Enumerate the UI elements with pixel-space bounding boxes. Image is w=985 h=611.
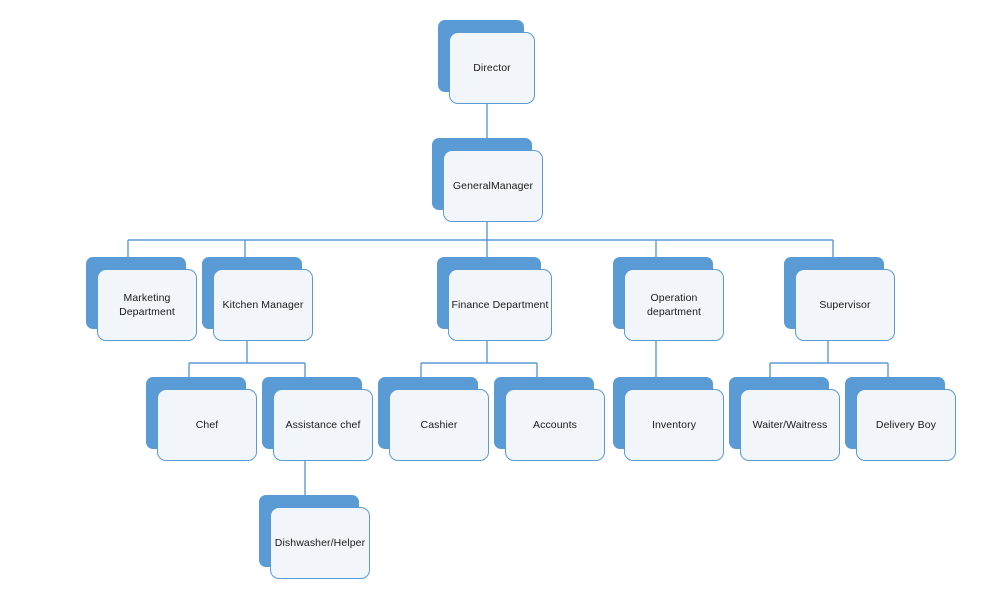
node-label-assistance-chef: Assistance chef xyxy=(285,419,361,431)
node-face: Supervisor xyxy=(795,269,895,341)
node-label-chef: Chef xyxy=(195,419,219,431)
node-face: Operation department xyxy=(624,269,724,341)
node-label-supervisor: Supervisor xyxy=(819,299,871,311)
node-face: Director xyxy=(449,32,535,104)
node-label-delivery-boy: Delivery Boy xyxy=(875,419,937,431)
node-label-inventory: Inventory xyxy=(651,419,697,431)
node-face: Finance Department xyxy=(448,269,552,341)
node-face: Accounts xyxy=(505,389,605,461)
node-face: Cashier xyxy=(389,389,489,461)
node-face: Delivery Boy xyxy=(856,389,956,461)
node-label-kitchen-manager: Kitchen Manager xyxy=(222,299,304,311)
node-face: Marketing Department xyxy=(97,269,197,341)
node-face: Waiter/Waitress xyxy=(740,389,840,461)
node-label-general-manager: GeneralManager xyxy=(452,180,534,192)
node-label-operation-department: Operation department xyxy=(646,292,702,318)
node-face: Inventory xyxy=(624,389,724,461)
node-face: Chef xyxy=(157,389,257,461)
node-label-finance-department: Finance Department xyxy=(451,299,549,311)
node-label-cashier: Cashier xyxy=(420,419,458,431)
node-face: Dishwasher/Helper xyxy=(270,507,370,579)
node-face: Kitchen Manager xyxy=(213,269,313,341)
node-label-director: Director xyxy=(473,62,511,74)
node-label-accounts: Accounts xyxy=(533,419,577,431)
node-label-dishwasher-helper: Dishwasher/Helper xyxy=(274,537,366,549)
node-label-marketing-department: Marketing Department xyxy=(119,292,175,318)
node-face: Assistance chef xyxy=(273,389,373,461)
node-label-waiter-waitress: Waiter/Waitress xyxy=(752,419,828,431)
node-face: GeneralManager xyxy=(443,150,543,222)
